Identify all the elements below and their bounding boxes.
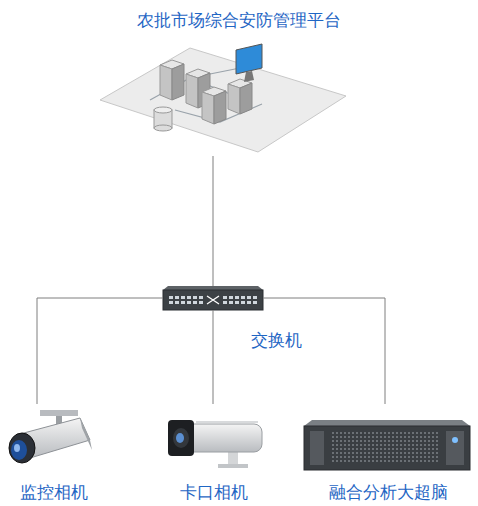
network-link xyxy=(310,298,385,404)
title-text: 农批市场综合安防管理平台 xyxy=(137,10,341,30)
server-tower xyxy=(228,79,252,114)
network-link xyxy=(213,156,214,284)
nvr-server xyxy=(304,420,470,470)
server-tower xyxy=(160,60,184,100)
network-link xyxy=(213,352,214,404)
platform-node: 农批市场综合安防管理平台 xyxy=(60,4,418,156)
monitor xyxy=(236,44,262,82)
database-cylinder xyxy=(154,107,172,131)
camera-node: 卡口相机 xyxy=(150,404,278,504)
node-label: 交换机 xyxy=(251,330,302,350)
server-tower xyxy=(202,87,226,124)
network-switch xyxy=(160,284,310,352)
node-label: 卡口相机 xyxy=(180,482,248,502)
bullet-camera xyxy=(168,420,262,468)
box-camera xyxy=(9,410,92,463)
camera-node: 监控相机 xyxy=(0,404,108,504)
switch-node: 交换机 xyxy=(160,284,310,352)
server-platform xyxy=(100,44,346,152)
network-link xyxy=(37,298,160,404)
node-label: 监控相机 xyxy=(20,482,88,502)
node-label: 融合分析大超脑 xyxy=(329,482,448,502)
server-node: 融合分析大超脑 xyxy=(300,404,476,504)
